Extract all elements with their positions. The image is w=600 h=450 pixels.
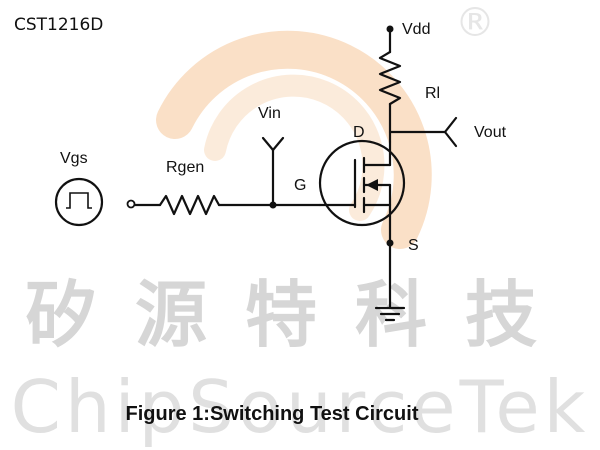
watermark-english: ChipSourceTek xyxy=(11,365,590,449)
watermark-chinese: 矽源特科技 xyxy=(25,272,575,357)
watermark-logo xyxy=(156,30,432,249)
vin-input-probe xyxy=(261,136,285,207)
label-vout: Vout xyxy=(474,124,507,141)
vgs-pulse-source xyxy=(54,177,104,227)
figure-caption: Figure 1:Switching Test Circuit xyxy=(126,403,419,425)
gate-resistor-rgen xyxy=(133,194,322,216)
document-id: CST1216D xyxy=(14,15,103,35)
label-vgs: Vgs xyxy=(60,150,88,167)
label-vin: Vin xyxy=(258,105,281,122)
label-source: S xyxy=(408,237,419,254)
label-rl: Rl xyxy=(425,85,440,102)
mosfet-transistor xyxy=(318,139,406,227)
label-gate: G xyxy=(294,177,306,194)
ground-symbol xyxy=(374,306,406,322)
label-drain: D xyxy=(353,124,365,141)
gate-input-terminal xyxy=(126,199,136,209)
load-resistor-rl xyxy=(378,27,402,144)
vout-output-symbol xyxy=(388,116,458,148)
source-ground-path xyxy=(386,203,394,310)
label-vdd: Vdd xyxy=(402,21,430,38)
label-rgen: Rgen xyxy=(166,159,204,176)
watermark-registered-mark: ® xyxy=(455,0,495,46)
